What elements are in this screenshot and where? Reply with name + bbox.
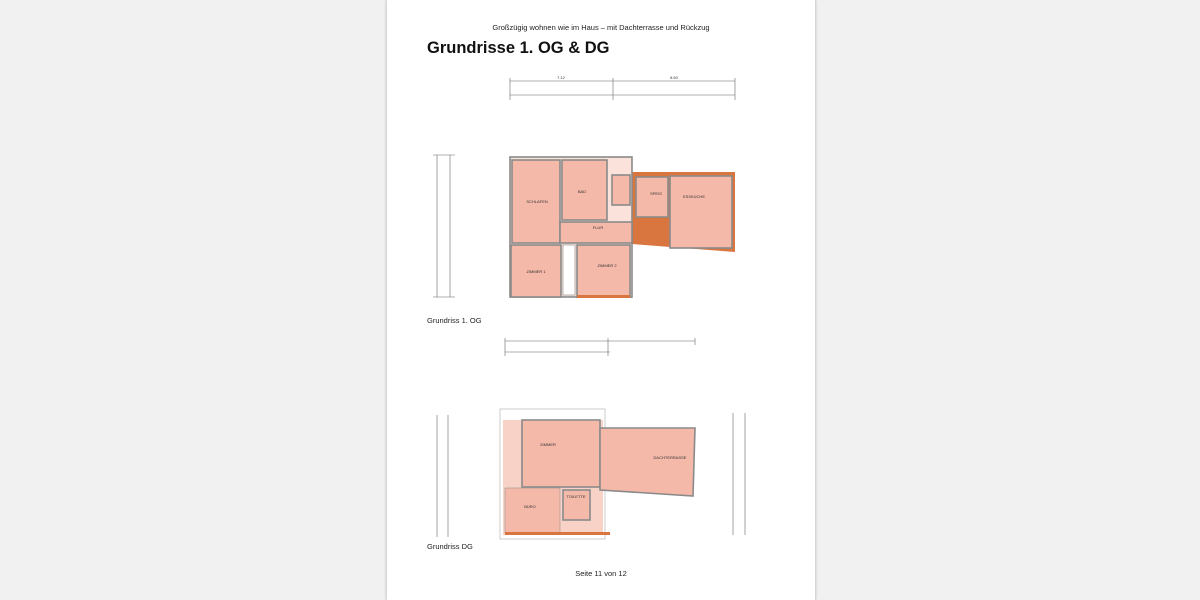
dim-label: 8.50 bbox=[670, 75, 679, 80]
og-dimension-top: 7.12 8.50 bbox=[509, 75, 736, 100]
room-label: BAD bbox=[578, 189, 586, 194]
room-label: FLUR bbox=[593, 225, 604, 230]
dg-dimension-sides bbox=[436, 413, 746, 537]
page-number: Seite 11 von 12 bbox=[575, 569, 627, 578]
dg-dimension-top bbox=[504, 338, 696, 356]
room-label: ZIMMER 2 bbox=[597, 263, 617, 268]
page-title: Grundrisse 1. OG & DG bbox=[427, 39, 610, 57]
room-label: DACHTERRASSE bbox=[654, 455, 687, 460]
room-label: SCHLAFEN bbox=[526, 199, 547, 204]
room-label: ZIMMER 1 bbox=[526, 269, 546, 274]
floor-plan-og: SCHLAFEN BAD FLUR SPEIS ESSKÜCHE ZIMMER … bbox=[509, 156, 735, 298]
room-label: ESSKÜCHE bbox=[683, 194, 705, 199]
room-label: TOILETTE bbox=[566, 494, 585, 499]
floor-plan-dg: ZIMMER DACHTERRASSE BÜRO TOILETTE bbox=[499, 408, 696, 540]
caption-dg: Grundriss DG bbox=[427, 542, 473, 551]
og-dimension-left bbox=[433, 154, 455, 298]
dim-label: 7.12 bbox=[557, 75, 566, 80]
page-subtitle: Großzügig wohnen wie im Haus – mit Dacht… bbox=[492, 23, 710, 32]
room-label: ZIMMER bbox=[540, 442, 556, 447]
room-label: SPEIS bbox=[650, 191, 662, 196]
caption-og: Grundriss 1. OG bbox=[427, 316, 482, 325]
room-label: BÜRO bbox=[524, 504, 536, 509]
